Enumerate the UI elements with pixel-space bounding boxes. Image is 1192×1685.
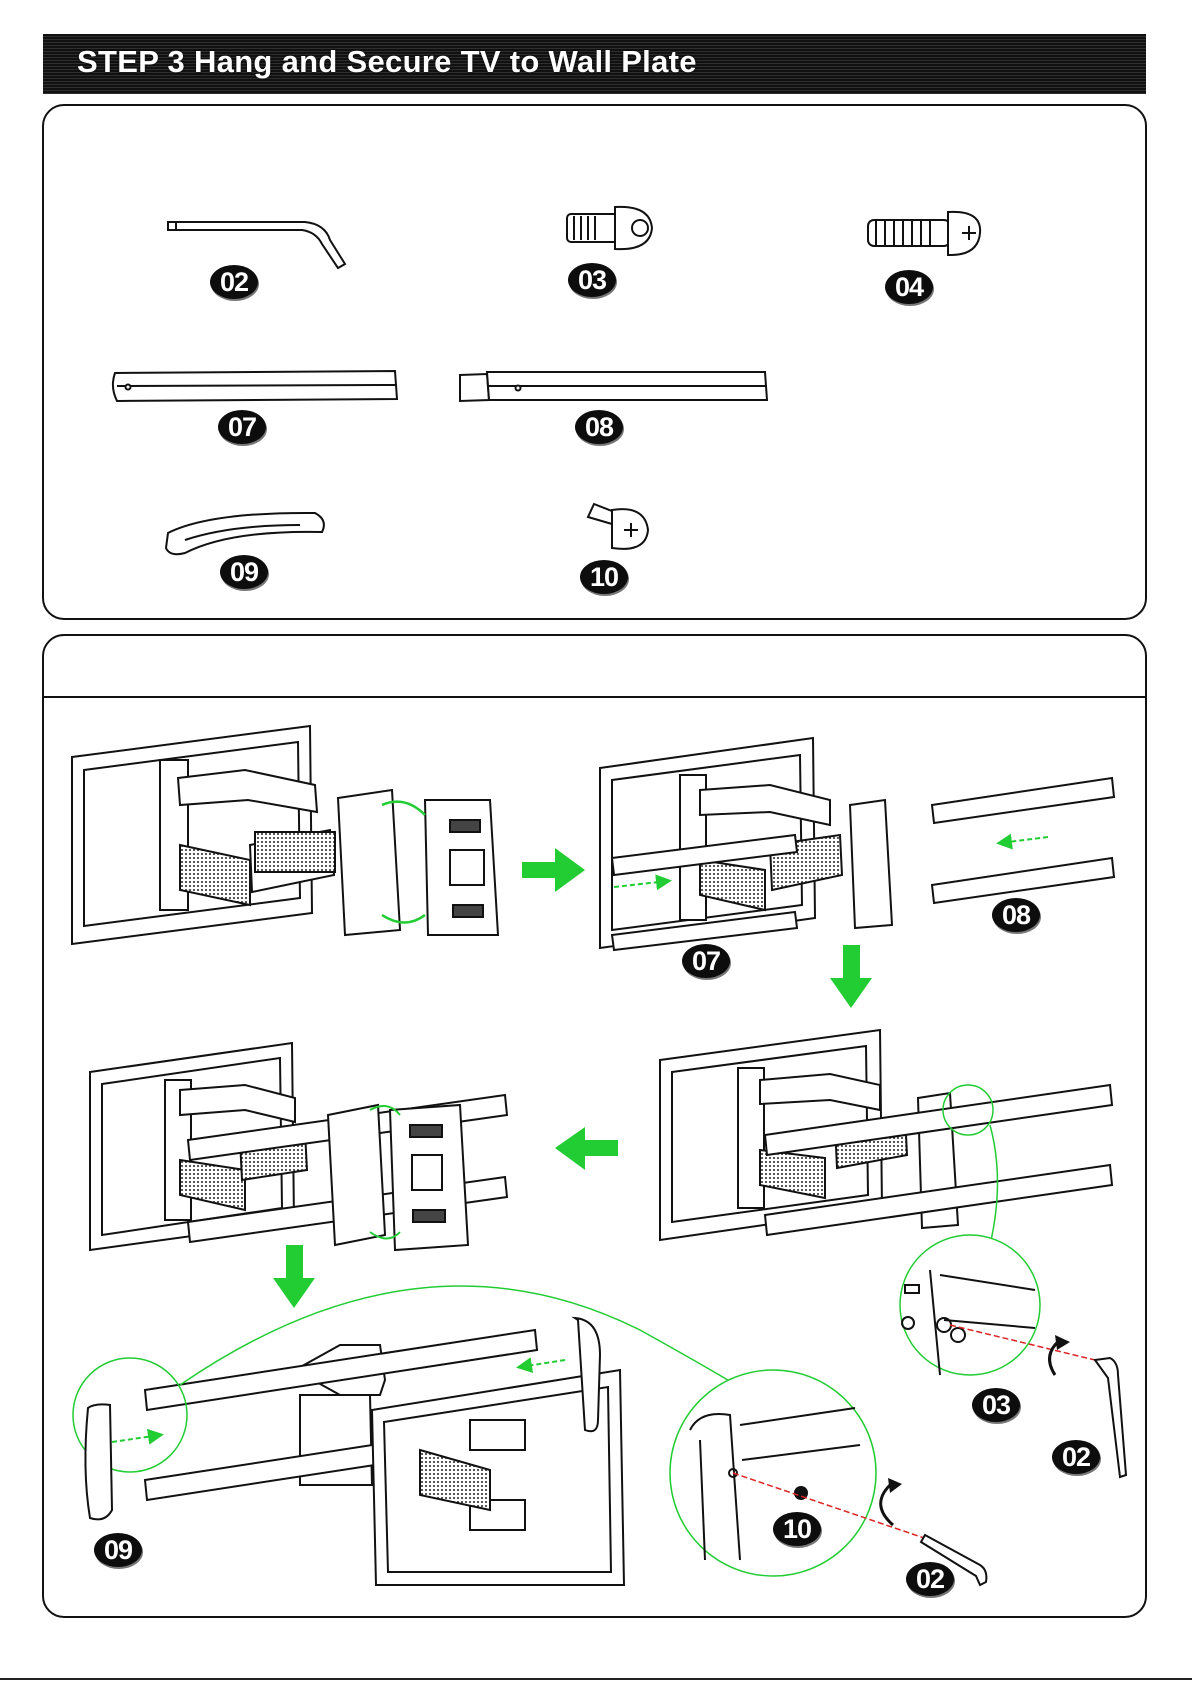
wall-plate-assembly-4 [90, 1043, 507, 1250]
part-number-09: 09 [220, 555, 268, 589]
callout-key-02-right: 02 [1052, 1440, 1100, 1474]
part-number-04: 04 [885, 270, 933, 304]
wall-plate-assembly-3 [660, 1030, 1112, 1240]
callout-tube-08: 08 [992, 898, 1040, 932]
part-number-03: 03 [568, 263, 616, 297]
part-number-07: 07 [218, 410, 266, 444]
extension-tube-icon [460, 372, 767, 401]
slide-guide-3 [520, 1360, 565, 1367]
slide-guide-2 [1000, 837, 1048, 843]
short-tube-icon [113, 371, 397, 401]
part-number-10: 10 [580, 560, 628, 594]
end-cap-icon [166, 513, 324, 554]
slide-guide-4 [112, 1435, 160, 1442]
arrow-down-icon-2 [273, 1245, 315, 1308]
phillips-bolt-icon [868, 212, 980, 255]
allen-key-icon [168, 222, 345, 268]
final-assembly [145, 1318, 624, 1585]
callout-tube-07: 07 [682, 944, 730, 978]
callout-screw-10: 10 [773, 1512, 821, 1546]
page-bottom-rule [0, 1678, 1192, 1680]
part-number-08: 08 [575, 410, 623, 444]
callout-key-02-bottom: 02 [906, 1562, 954, 1596]
detail-circle-screw-03 [900, 1235, 1040, 1375]
part-number-02: 02 [210, 265, 258, 299]
socket-screw-icon [567, 207, 652, 249]
end-cap-detail-icon [85, 1404, 112, 1519]
callout-screw-03: 03 [972, 1388, 1020, 1422]
wall-plate-assembly-2 [600, 738, 892, 950]
wall-plate-assembly-1 [72, 726, 498, 944]
arrow-down-icon-1 [830, 945, 872, 1008]
small-phillips-screw-icon [588, 504, 648, 549]
arrow-right-icon [522, 848, 585, 892]
callout-cap-09: 09 [94, 1533, 142, 1567]
arrow-left-icon [555, 1127, 618, 1170]
